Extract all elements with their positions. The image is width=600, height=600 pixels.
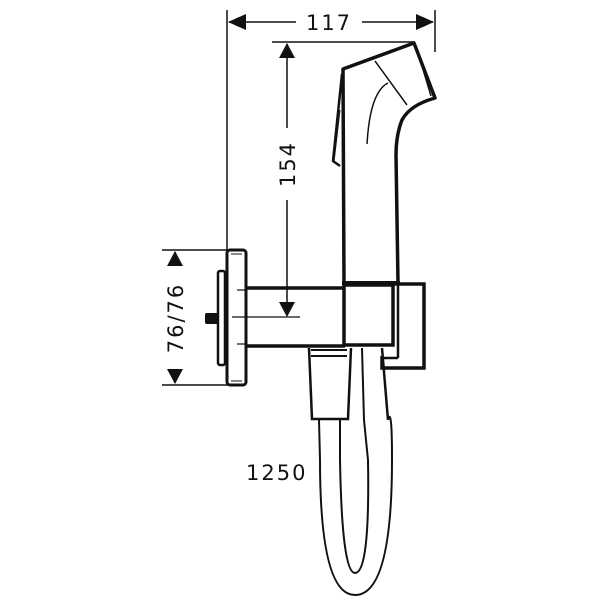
dimension-117: 117 xyxy=(226,10,436,250)
dim-117-label: 117 xyxy=(306,11,352,35)
dim-76-label: 76/76 xyxy=(164,283,188,354)
arrow-left-icon xyxy=(228,14,246,30)
hose xyxy=(318,415,394,597)
arrow-down-icon xyxy=(167,369,183,384)
valve-knob xyxy=(205,313,219,324)
arrow-right-icon xyxy=(416,14,434,30)
dim-1250-label: 1250 xyxy=(246,461,307,485)
arrow-down-icon xyxy=(279,302,295,317)
arrow-up-icon xyxy=(279,43,295,58)
hand-shower xyxy=(331,41,437,285)
arrow-up-icon xyxy=(167,251,183,266)
hose-connector xyxy=(307,347,390,421)
dimension-76-76: 76/76 xyxy=(162,249,232,386)
outlet-body xyxy=(232,282,426,370)
dim-154-label: 154 xyxy=(276,141,300,187)
dimension-154: 154 xyxy=(272,41,415,317)
